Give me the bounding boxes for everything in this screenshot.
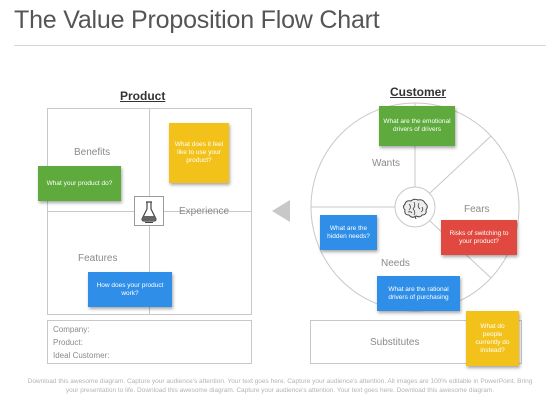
product-field-label: Product:	[53, 338, 83, 347]
experience-label: Experience	[179, 206, 230, 217]
substitutes-note: What do people currently do instead?	[466, 311, 519, 366]
company-field-label: Company:	[53, 325, 90, 334]
benefits-label: Benefits	[74, 147, 111, 158]
product-info-box	[47, 320, 252, 364]
flask-icon	[141, 201, 157, 223]
needs-note: What are the rational drivers of purchas…	[377, 276, 460, 311]
arrow-left-icon	[272, 200, 290, 222]
wants-label: Wants	[372, 158, 400, 169]
hidden-needs-note: What are the hidden needs?	[320, 215, 377, 250]
fears-label: Fears	[464, 204, 490, 215]
customer-heading: Customer	[390, 85, 447, 99]
page-title: The Value Proposition Flow Chart	[14, 6, 380, 34]
product-heading: Product	[120, 89, 166, 103]
benefits-note: What your product do?	[38, 166, 121, 201]
footer-text: Download this awesome diagram. Capture y…	[27, 378, 533, 394]
title-divider	[14, 45, 546, 46]
ideal-customer-field-label: Ideal Customer:	[53, 351, 110, 360]
brain-icon	[403, 198, 428, 220]
features-label: Features	[78, 253, 118, 264]
wants-note: What are the emotional drivers of driver…	[379, 106, 455, 146]
features-note: How does your product work?	[88, 272, 172, 307]
fears-note: Risks of switching to your product?	[441, 220, 517, 255]
substitutes-label: Substitutes	[370, 337, 420, 348]
needs-label: Needs	[381, 258, 410, 269]
experience-note: What does it feel like to use your produ…	[169, 123, 229, 183]
